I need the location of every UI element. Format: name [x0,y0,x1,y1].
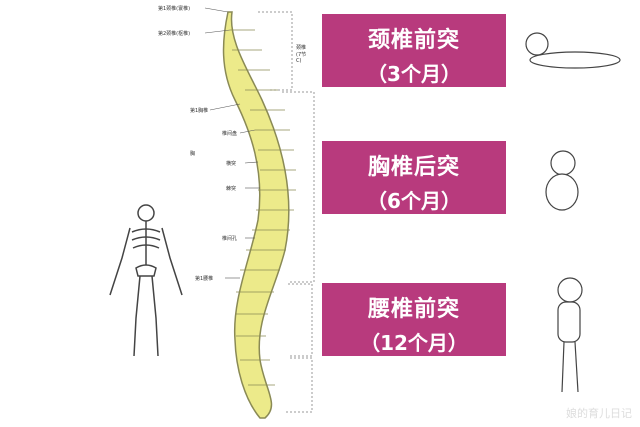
label-transverse: 横突 [226,161,237,167]
stage-title: 胸椎后突 [367,155,460,180]
stage-age: （12个月） [360,331,468,355]
label-c2: 第2颈椎(枢椎) [158,31,191,37]
stage-age: （6个月） [367,189,461,213]
baby-sitting-icon [545,150,579,211]
stage-thoracic-box: 胸椎后突 （6个月） [322,141,506,214]
stage-title: 颈椎前突 [367,28,460,53]
label-cervical: 颈椎(7节 C) [296,45,307,64]
stage-lumbar-box: 腰椎前突 （12个月） [322,283,506,356]
region-brackets [258,11,315,413]
stage-title: 腰椎前突 [367,297,460,322]
label-foramen: 椎间孔 [222,236,238,242]
spine-column [222,11,296,419]
label-thoracic: 胸 [190,151,196,157]
label-disc: 椎间盘 [222,131,238,137]
stage-age: （3个月） [367,62,461,86]
baby-lying-icon [525,32,621,69]
label-l1: 第1腰椎 [195,276,214,282]
baby-standing-icon [557,277,583,393]
watermark: 娘的育儿日记 [566,407,632,420]
label-c1: 第1颈椎(寰椎) [158,6,191,12]
stage-cervical-box: 颈椎前突 （3个月） [322,14,506,87]
label-spinous: 棘突 [226,186,237,192]
skeleton-figure [109,204,183,357]
label-t1: 第1胸椎 [190,108,209,114]
